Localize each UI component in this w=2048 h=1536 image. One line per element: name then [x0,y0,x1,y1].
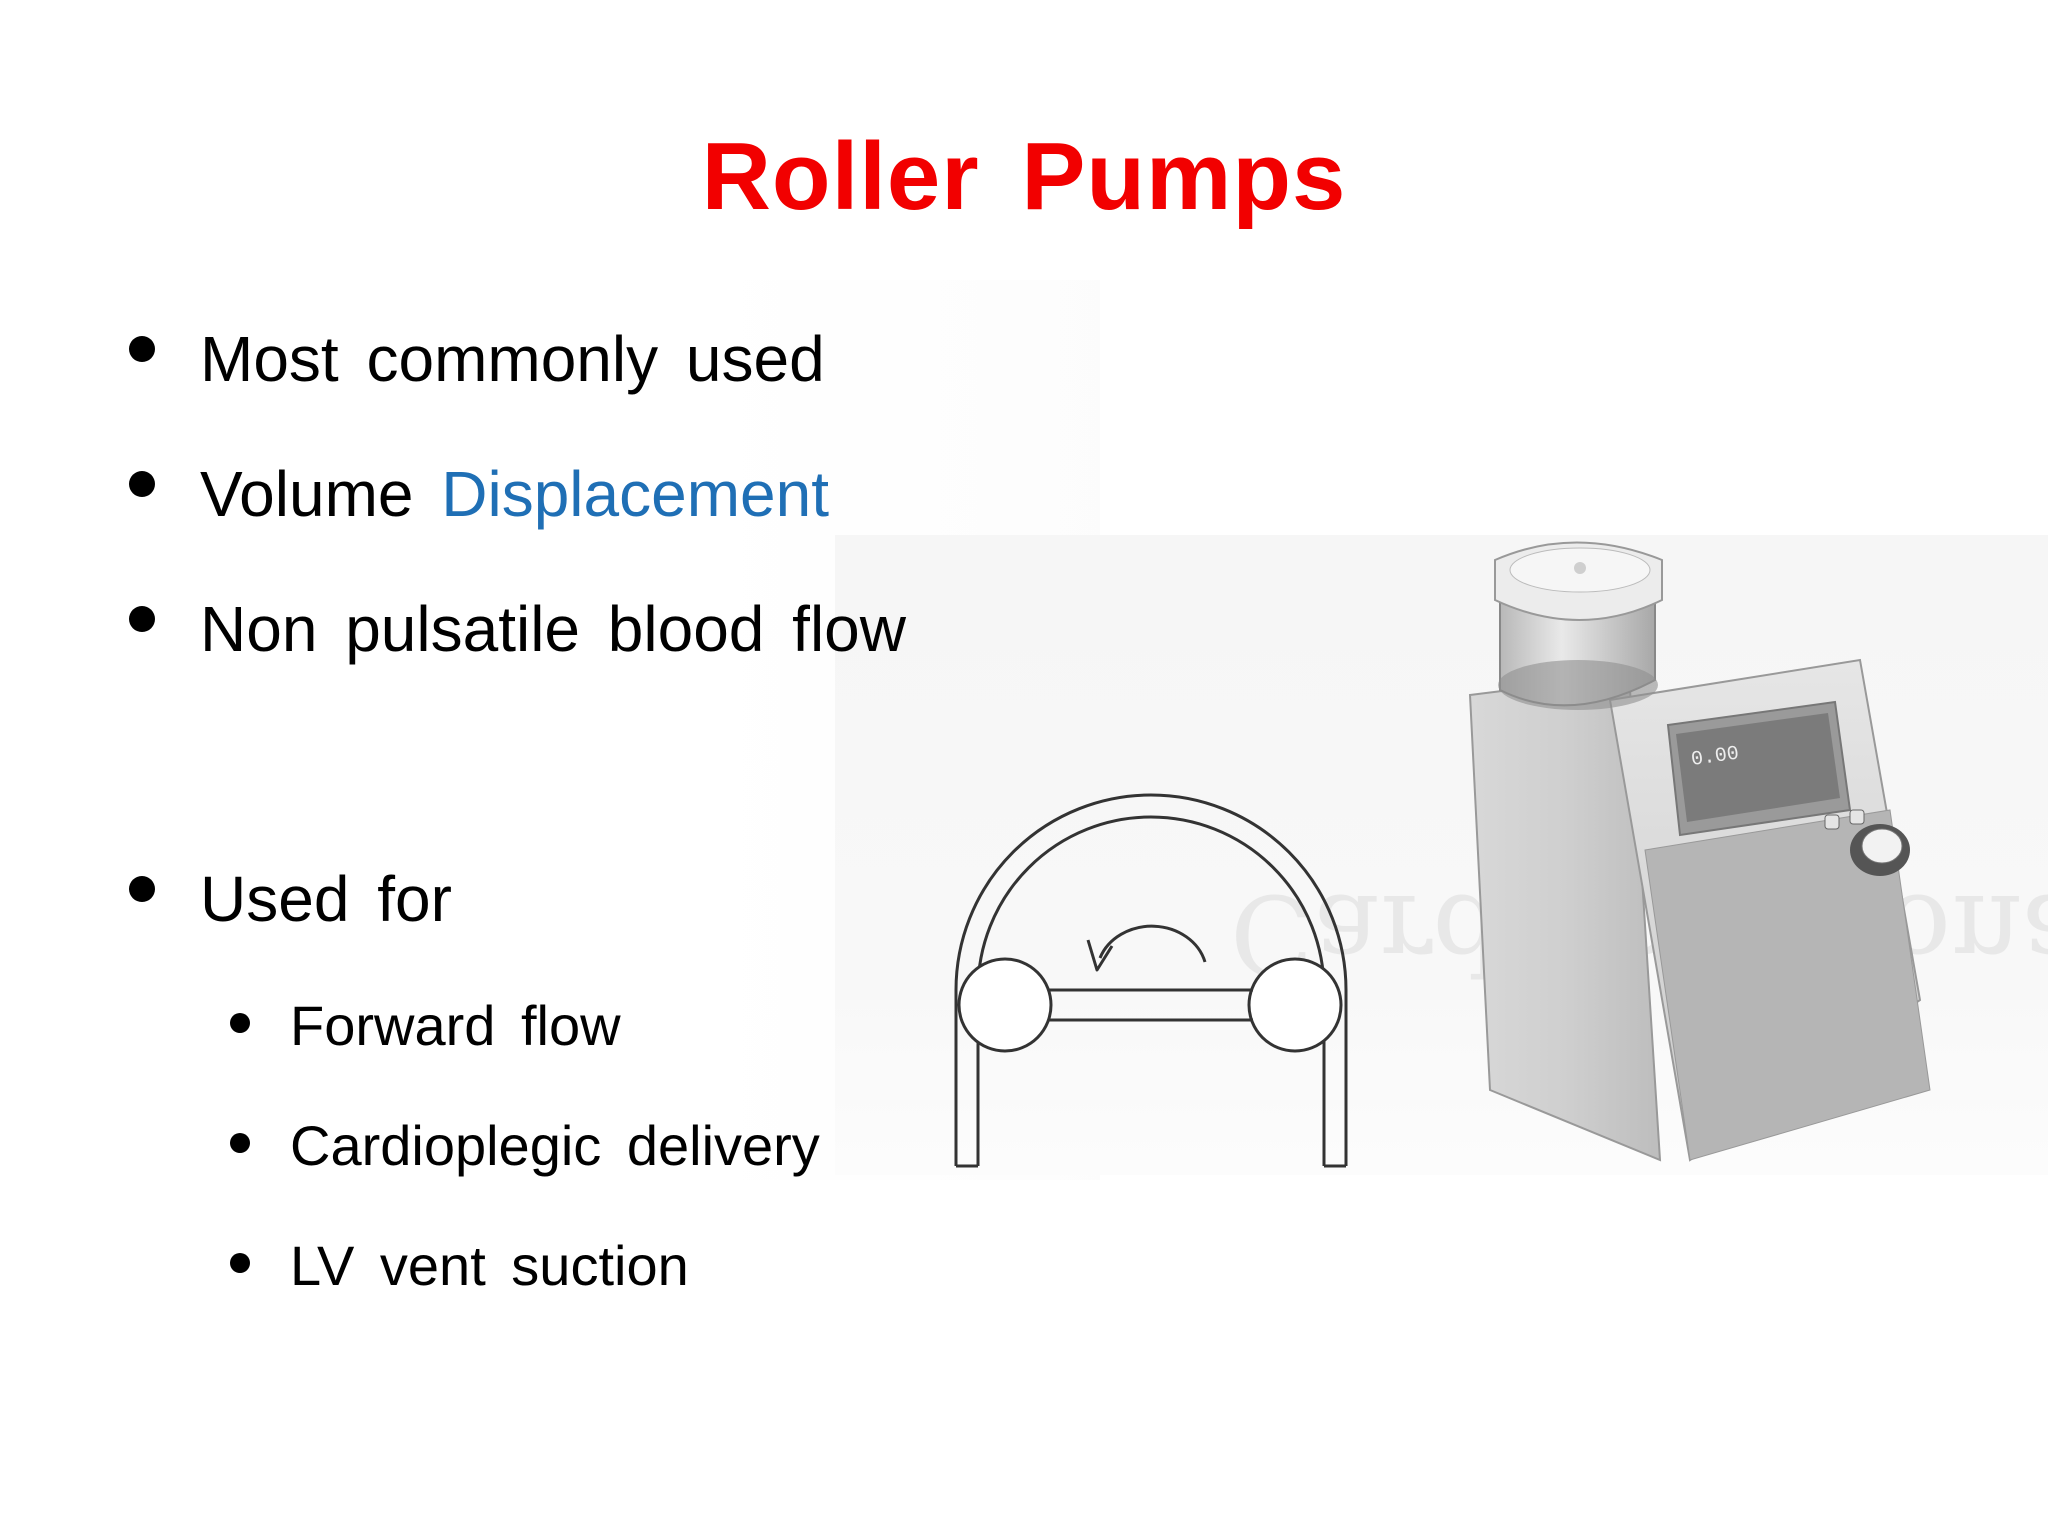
tube-inner-line [976,815,1326,1166]
sub-bullet-item: LV vent suction [230,1233,689,1298]
bullet-item: Volume Displacement [129,457,829,531]
bullet-text: Non pulsatile blood flow [200,593,906,665]
bullet-item: Most commonly used [129,322,825,396]
bullet-item: Used for [129,862,452,936]
bullet-text-highlight: Displacement [441,458,829,530]
sub-bullet-item: Cardioplegic delivery [230,1113,820,1178]
roller-pump-schematic [954,793,1348,1168]
pump-lower-panel [1644,809,1931,1161]
bullet-text: Volume [200,458,442,530]
slide-title: Roller Pumps [701,123,1347,230]
bullet-dot-icon [230,1013,250,1033]
right-roller [1247,957,1343,1053]
rotation-arrow-icon [1098,924,1207,963]
bullet-text: Used for [200,863,452,935]
bullet-text: Most commonly used [200,323,825,395]
bullet-dot-icon [230,1133,250,1153]
bullet-dot-icon [129,876,155,902]
sub-bullet-text: Forward flow [290,994,621,1057]
bullet-dot-icon [129,471,155,497]
bullet-item: Non pulsatile blood flow [129,592,906,666]
pump-knob[interactable] [1861,828,1903,864]
pump-button[interactable] [1824,814,1840,830]
bullet-dot-icon [230,1253,250,1273]
sub-bullet-item: Forward flow [230,993,621,1058]
roller-arm [1048,988,1253,1022]
left-roller [957,957,1053,1053]
tube-outer-line [954,793,1348,1166]
pump-button[interactable] [1849,809,1865,825]
sub-bullet-text: Cardioplegic delivery [290,1114,820,1177]
sub-bullet-text: LV vent suction [290,1234,689,1297]
pump-screen[interactable] [1676,713,1840,822]
bullet-dot-icon [129,336,155,362]
bullet-dot-icon [129,606,155,632]
roller-pump-device-photo: 0.00 [1468,541,1931,1162]
